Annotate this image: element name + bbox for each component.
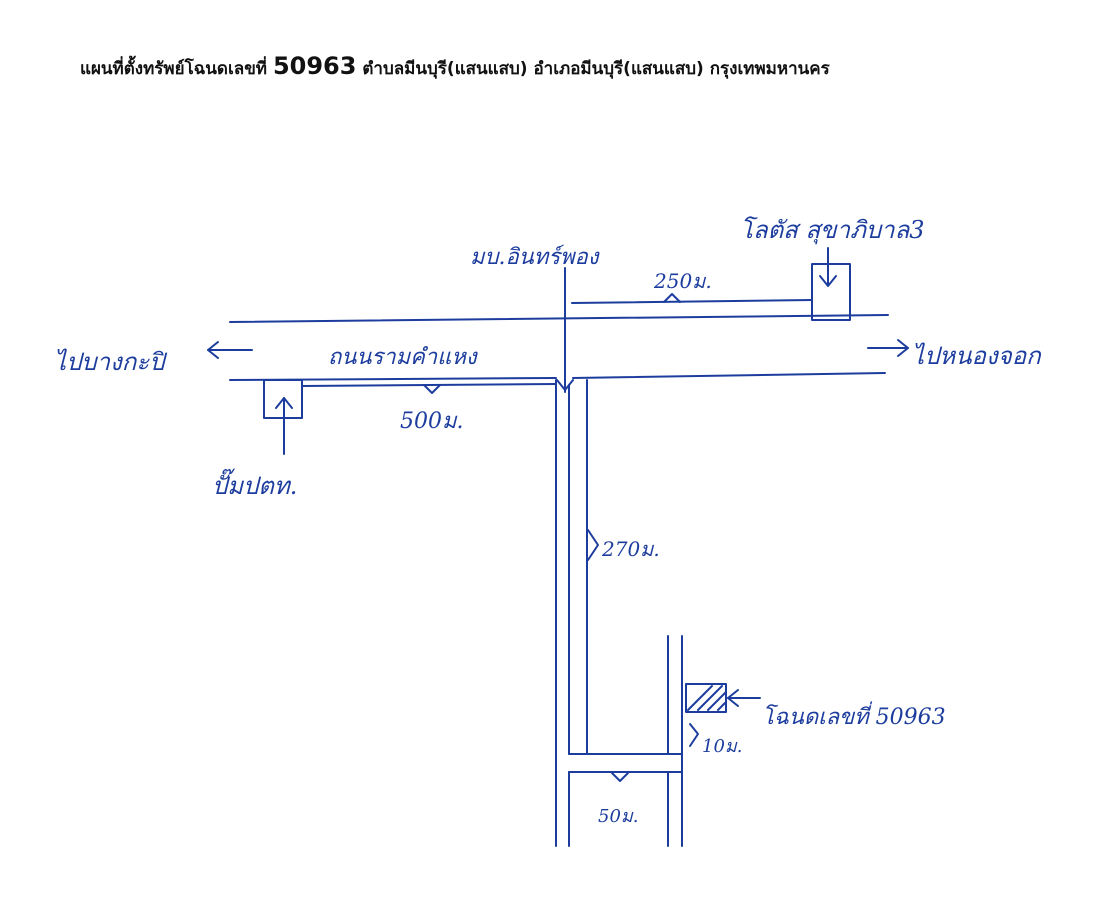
dist-left-label: 500ม. xyxy=(400,409,464,434)
plot-hatch-2 xyxy=(697,685,723,711)
dist-soi-label: 270ม. xyxy=(601,537,660,561)
soi-name-label: มบ.อินทร์พอง xyxy=(470,244,601,270)
landmark-top-arrow-head xyxy=(819,275,837,287)
plot-label: โฉนดเลขที่ 50963 xyxy=(762,701,946,730)
dist-top-line xyxy=(571,299,813,304)
main-road-top-edge xyxy=(229,314,889,323)
dist-top-brace xyxy=(663,293,681,303)
main-road-bottom-edge-right xyxy=(572,372,886,379)
dist-bottom-brace xyxy=(611,772,629,782)
plot-hatch-3 xyxy=(707,691,727,711)
landmark-bottom-label: ปั๊มปตท. xyxy=(212,468,297,500)
plot-hatch-4 xyxy=(717,701,727,711)
landmark-top-label: โลตัส สุขาภิบาล3 xyxy=(740,216,925,245)
landmark-bottom-arrow-head xyxy=(275,397,293,409)
dist-plot-brace xyxy=(689,723,699,747)
dist-left-brace xyxy=(423,384,441,394)
dist-plot-label: 10ม. xyxy=(702,736,743,757)
soi-junction-mark xyxy=(556,379,574,391)
dist-bottom-label: 50ม. xyxy=(598,806,639,827)
arrow-left-icon xyxy=(207,341,219,359)
dist-top-label: 250ม. xyxy=(653,269,712,293)
page-title: แผนที่ตั้งทรัพย์โฉนดเลขที่ 50963 ตำบลมีน… xyxy=(80,52,1080,82)
to-right-label: ไปหนองจอก xyxy=(912,342,1042,370)
arrow-right-icon xyxy=(897,339,909,357)
dist-left-line xyxy=(301,383,557,387)
dist-soi-brace xyxy=(587,529,599,561)
plot-hatch-1 xyxy=(687,685,713,711)
landmark-top-box xyxy=(811,263,851,321)
title-prefix: แผนที่ตั้งทรัพย์โฉนดเลขที่ xyxy=(80,59,268,79)
title-deed-number: 50963 xyxy=(272,52,357,80)
to-left-label: ไปบางกะปิ xyxy=(54,348,168,376)
deed-plot xyxy=(685,683,727,713)
road-name-label: ถนนรามคำแหง xyxy=(328,345,479,370)
title-location: ตำบลมีนบุรี(แสนแสบ) อำเภอมีนบุรี(แสนแสบ)… xyxy=(362,59,830,79)
